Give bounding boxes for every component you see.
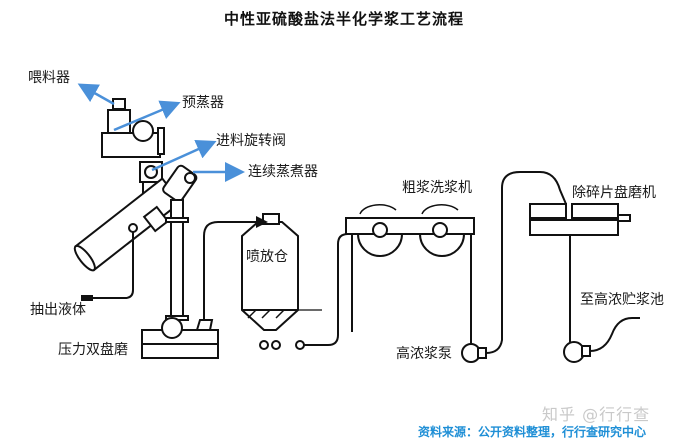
line-blowtank-to-washer: [304, 233, 349, 346]
extraction-line: [90, 232, 134, 299]
label-blow-tank: 喷放仓: [246, 249, 288, 265]
arrow-feeder: [77, 83, 115, 106]
arrow-rotary-valve: [151, 140, 217, 172]
blow-tank-unit: [241, 221, 299, 331]
source-note: 资料来源：公开资料整理，行行查研究中心: [418, 425, 647, 439]
label-rotary-valve: 进料旋转阀: [216, 133, 286, 149]
line-pump-to-refiner: [485, 171, 567, 354]
line-pump2-out: [589, 317, 640, 352]
feeder-body: [107, 109, 131, 136]
feeder-unit: [112, 98, 126, 110]
label-brown-stock-washer: 粗浆洗浆机: [402, 180, 472, 196]
watermark: 知乎 @行行查: [542, 405, 651, 424]
label-pre-steamer: 预蒸器: [182, 95, 224, 111]
line-refiner-to-blowtank: [203, 216, 268, 320]
label-feeder: 喂料器: [28, 70, 70, 86]
label-liquor-extraction: 抽出液体: [30, 302, 86, 318]
label-hc-pump: 高浓浆泵: [396, 346, 452, 362]
shive-refiner-unit: [529, 203, 567, 219]
washer-unit: [345, 217, 475, 235]
label-double-disc-refiner: 压力双盘磨: [58, 342, 128, 358]
diagram-title: 中性亚硫酸盐法半化学浆工艺流程: [223, 10, 464, 28]
label-shive-refiner: 除碎片盘磨机: [572, 185, 656, 201]
label-continuous-digester: 连续蒸煮器: [248, 164, 318, 180]
arrow-pre-steamer: [113, 100, 181, 132]
label-to-hd-storage: 至高浓贮浆池: [580, 292, 664, 308]
pre-steamer-cap: [132, 120, 154, 142]
